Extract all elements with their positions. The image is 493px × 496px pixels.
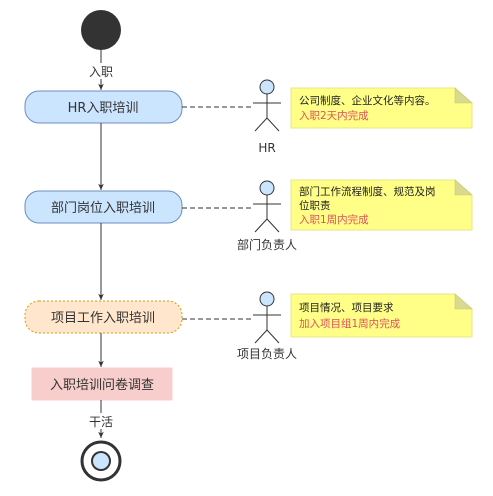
note-project-line1: 项目情况、项目要求 <box>299 301 394 314</box>
start-node <box>81 10 121 50</box>
actor-project-icon <box>253 291 281 344</box>
note-dept-line3: 入职1周内完成 <box>299 213 369 226</box>
note-hr <box>290 87 473 129</box>
actor-hr-icon <box>253 79 281 132</box>
note-dept-line1: 部门工作流程制度、规范及岗 <box>299 185 436 198</box>
actor-dept-label: 部门负责人 <box>237 237 297 252</box>
survey-label: 入职培训问卷调查 <box>50 377 154 393</box>
project-training-label: 项目工作入职培训 <box>51 310 155 326</box>
end-node <box>80 440 122 482</box>
dept-training-step[interactable] <box>24 190 183 224</box>
project-training-step[interactable] <box>24 300 183 334</box>
actor-project-label: 项目负责人 <box>237 347 297 361</box>
note-project-line2: 加入项目组1周内完成 <box>299 317 401 330</box>
note-hr-line1: 公司制度、企业文化等内容。 <box>299 94 436 107</box>
actor-dept-icon <box>253 180 281 233</box>
dept-training-label: 部门岗位入职培训 <box>51 200 155 216</box>
start-label: 入职 <box>89 65 113 79</box>
note-dept <box>290 179 473 231</box>
note-project <box>290 293 473 338</box>
actor-hr-label: HR <box>258 141 275 155</box>
note-dept-line2: 位职责 <box>299 199 331 212</box>
survey-box[interactable] <box>31 367 173 401</box>
hr-training-label: HR入职培训 <box>68 100 139 116</box>
note-hr-line2: 入职2天内完成 <box>299 109 369 122</box>
end-label: 干活 <box>89 415 113 429</box>
